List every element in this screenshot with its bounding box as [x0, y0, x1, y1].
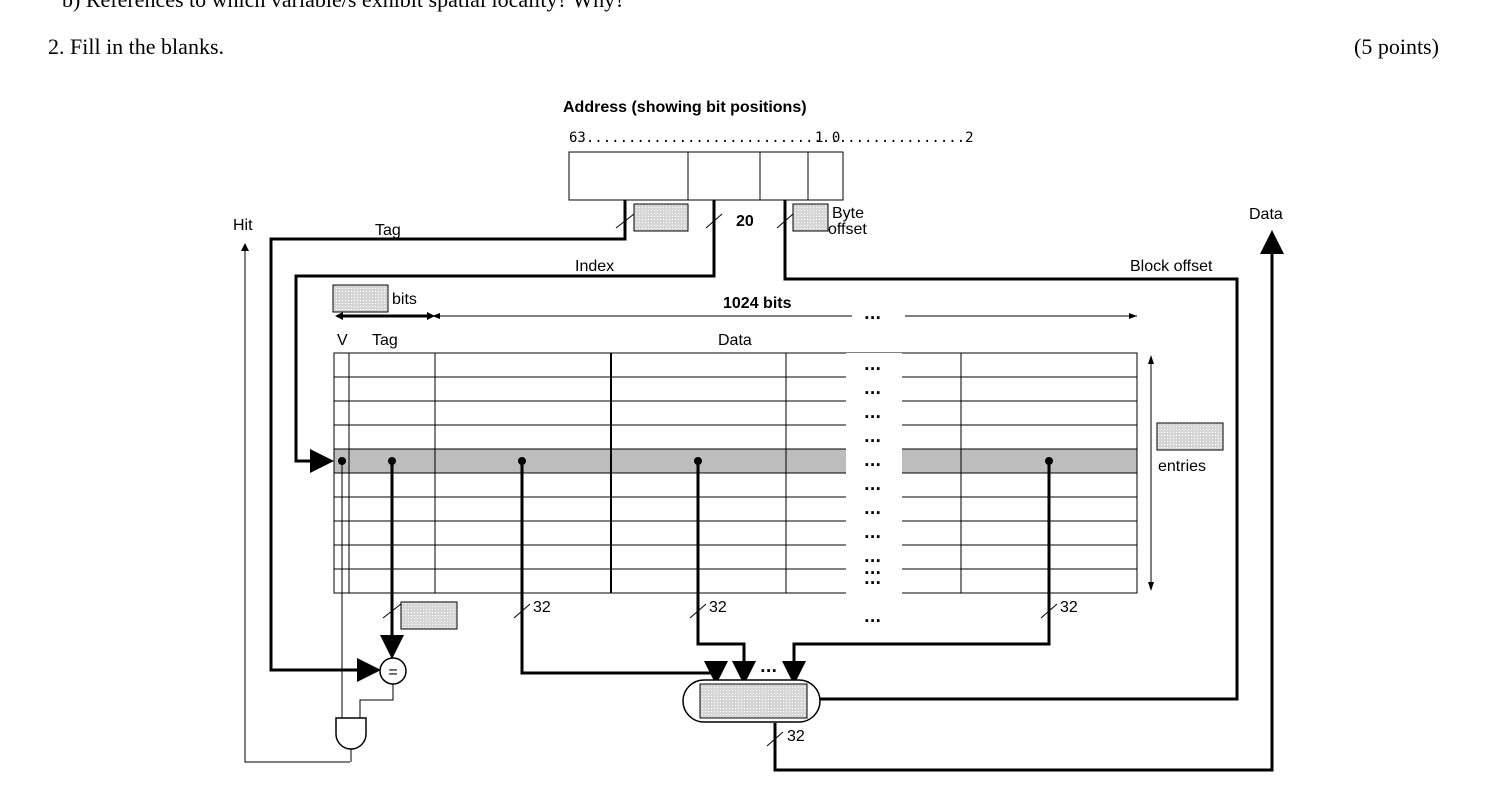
tag-wire — [269, 200, 627, 682]
row-width-label: 1024 bits — [723, 295, 792, 312]
index-wire — [294, 200, 716, 473]
bit-position-right: 1 0 — [815, 130, 840, 146]
data-output-wire — [773, 230, 1284, 772]
hit-wire — [241, 243, 350, 763]
question-points: (5 points) — [1354, 34, 1439, 59]
index-width-label: 20 — [736, 213, 754, 230]
entries-blank[interactable] — [1156, 422, 1224, 451]
svg-text:...: ... — [864, 356, 881, 374]
mux-output-width: 32 — [787, 728, 805, 745]
svg-text:...: ... — [864, 560, 881, 578]
comparator-width-blank[interactable] — [400, 601, 458, 630]
question-title: 2. Fill in the blanks. — [48, 34, 224, 59]
mux-blank[interactable] — [699, 683, 808, 719]
data-bus-lines: 32 32 32 ... — [513, 457, 1078, 685]
hit-label: Hit — [233, 217, 253, 234]
svg-text:...: ... — [864, 608, 881, 626]
byte-offset-label-2: offset — [828, 221, 867, 238]
svg-text:...: ... — [864, 380, 881, 398]
data-bus-width-3: 32 — [1060, 599, 1078, 616]
bits-label: bits — [392, 291, 417, 308]
data-bus-width-2: 32 — [709, 599, 727, 616]
row-width-ellipsis: ... — [864, 305, 881, 323]
svg-text:...: ... — [864, 570, 881, 588]
tag-label: Tag — [375, 222, 401, 239]
bit-position-left: 63......................................… — [569, 130, 974, 146]
comparator-symbol: = — [388, 664, 397, 681]
col-header-data: Data — [718, 332, 752, 349]
svg-text:...: ... — [864, 428, 881, 446]
data-output-label: Data — [1249, 206, 1283, 223]
block-offset-label: Block offset — [1130, 258, 1213, 275]
byte-offset-blank[interactable] — [792, 203, 829, 232]
svg-text:...: ... — [864, 404, 881, 422]
previous-question-text: b) References to which variable/s exhibi… — [62, 0, 625, 13]
entries-label: entries — [1158, 458, 1206, 475]
byte-offset-label-1: Byte — [832, 205, 864, 222]
col-header-tag: Tag — [372, 332, 398, 349]
svg-text:...: ... — [864, 524, 881, 542]
address-register — [568, 151, 844, 201]
tag-width-blank[interactable] — [633, 203, 689, 232]
svg-text:...: ... — [864, 500, 881, 518]
cache-table — [333, 352, 1138, 594]
svg-text:...: ... — [864, 476, 881, 494]
and-gate — [335, 717, 367, 750]
selected-row — [334, 449, 1137, 473]
svg-text:...: ... — [864, 452, 881, 470]
col-header-valid: V — [337, 332, 348, 349]
data-bus-width-1: 32 — [533, 599, 551, 616]
table-ellipsis-column: ... ... ... ... ... ... ... ... ... ... … — [864, 356, 881, 626]
address-title: Address (showing bit positions) — [563, 99, 807, 116]
tag-bits-blank[interactable] — [332, 284, 389, 313]
index-label: Index — [575, 258, 614, 275]
svg-text:...: ... — [864, 548, 881, 566]
mux-input-ellipsis: ... — [760, 658, 777, 676]
block-offset-wire — [783, 200, 1239, 701]
